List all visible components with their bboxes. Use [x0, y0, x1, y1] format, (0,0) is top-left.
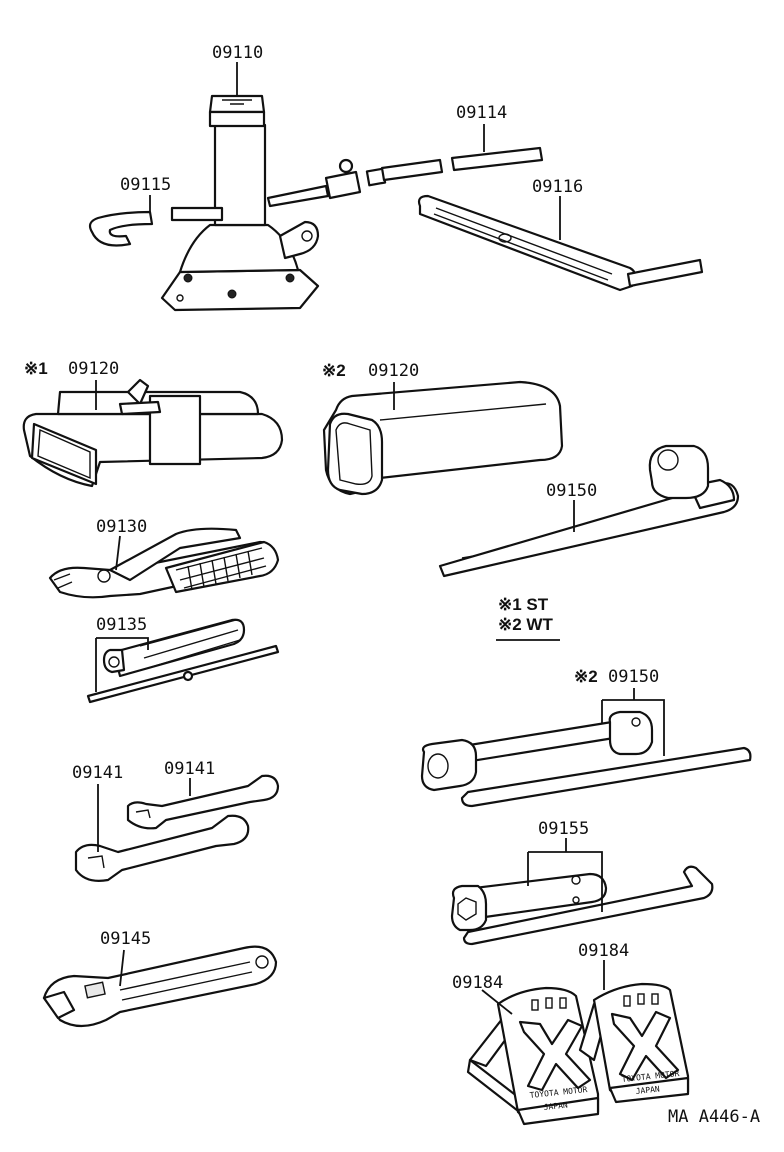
pliers-label: 09130 [96, 517, 147, 537]
adjustable-wrench-part: 09145 [42, 929, 278, 1028]
wheel-nut-wrench-label: 09150 [546, 481, 597, 501]
wheel-chock-1-text-2: JAPAN [543, 1101, 568, 1112]
diagram-code: MA A446-A [668, 1107, 760, 1127]
wheel-chock-2-label: 09184 [578, 941, 629, 961]
screwdriver-label: 09135 [96, 615, 147, 635]
jack-handle-label: 09114 [456, 103, 507, 123]
jack-lever-label: 09116 [532, 177, 583, 197]
tool-bag-st-label: 09120 [68, 359, 119, 379]
wheel-chock-1-part: TOYOTA MOTOR JAPAN 09184 [452, 973, 600, 1126]
legend: ※1 ST ※2 WT [496, 595, 560, 641]
tool-bag-st-part: ※1 09120 [22, 359, 284, 488]
jack-lever-part: 09116 [417, 177, 704, 292]
tool-bag-wt-part: ※2 09120 [322, 361, 564, 496]
legend-st: ※1 ST [498, 595, 549, 614]
jack-hook-label: 09115 [120, 175, 171, 195]
jack-part: 09110 [160, 43, 320, 312]
tool-bag-st-mark: ※1 [24, 359, 48, 378]
wheel-nut-wrench-wt-label: 09150 [608, 667, 659, 687]
legend-wt: ※2 WT [498, 615, 553, 634]
adjustable-wrench-label: 09145 [100, 929, 151, 949]
pliers-part: 09130 [48, 517, 280, 599]
socket-wrench-part: 09155 [450, 819, 714, 946]
spanner-1-label: 09141 [72, 763, 123, 783]
wheel-nut-wrench-wt-part: ※2 09150 [420, 667, 752, 808]
spanner-2-label: 09141 [164, 759, 215, 779]
tool-bag-wt-mark: ※2 [322, 361, 346, 380]
screwdriver-part: 09135 [86, 615, 280, 704]
spanner-part: 09141 09141 [72, 759, 280, 882]
wheel-nut-wrench-wt-mark: ※2 [574, 667, 598, 686]
tool-bag-wt-label: 09120 [368, 361, 419, 381]
socket-wrench-label: 09155 [538, 819, 589, 839]
wheel-nut-wrench-part: 09150 [438, 444, 740, 578]
jack-extension-bar [170, 206, 224, 222]
wheel-chock-1-label: 09184 [452, 973, 503, 993]
jack-hook-part: 09115 [88, 175, 171, 247]
wheel-chock-2-text-2: JAPAN [635, 1085, 660, 1096]
jack-label: 09110 [212, 43, 263, 63]
jack-handle-part: 09114 [266, 103, 544, 208]
wheel-chock-2-part: TOYOTA MOTOR JAPAN 09184 [578, 941, 690, 1104]
